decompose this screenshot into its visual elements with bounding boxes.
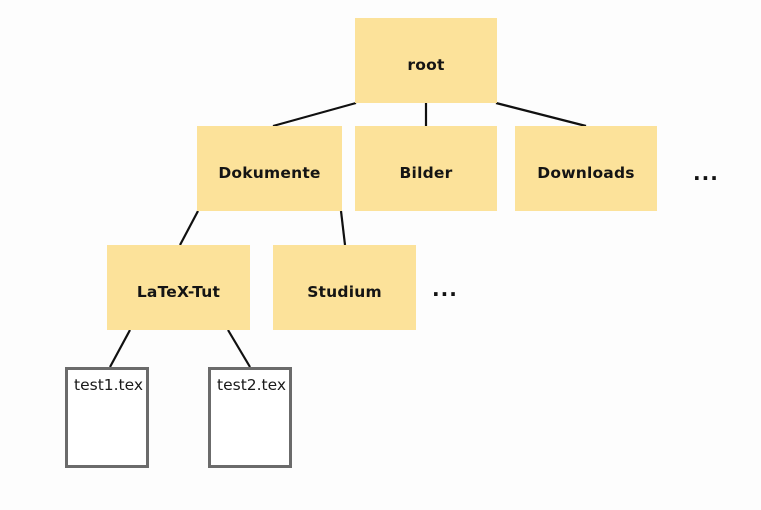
- node-root-label: root: [407, 55, 445, 74]
- node-bilder[interactable]: Bilder: [355, 126, 497, 211]
- node-root[interactable]: root: [355, 18, 497, 103]
- edge-root-dokumente: [272, 101, 357, 128]
- ellipsis-row-children-of-root: ...: [693, 161, 719, 185]
- node-bilder-label: Bilder: [399, 163, 453, 182]
- edge-latex-tut-test1: [109, 329, 131, 368]
- node-dokumente[interactable]: Dokumente: [197, 126, 342, 211]
- node-dokumente-label: Dokumente: [218, 163, 321, 182]
- ellipsis-row-children-of-dokumente: ...: [432, 277, 458, 301]
- node-test1-tex[interactable]: test1.tex: [65, 367, 149, 468]
- node-test2-tex-label: test2.tex: [217, 376, 287, 394]
- node-studium-label: Studium: [307, 282, 382, 301]
- edge-dokumente-studium: [339, 210, 347, 246]
- edge-latex-tut-test2: [227, 329, 251, 368]
- edge-root-downloads: [495, 101, 587, 128]
- node-latex-tut-label: LaTeX-Tut: [136, 282, 221, 301]
- node-test2-tex[interactable]: test2.tex: [208, 367, 292, 468]
- edge-dokumente-latex-tut: [179, 210, 199, 246]
- node-latex-tut[interactable]: LaTeX-Tut: [107, 245, 250, 330]
- node-test1-tex-label: test1.tex: [74, 376, 144, 394]
- node-studium[interactable]: Studium: [273, 245, 416, 330]
- node-downloads-label: Downloads: [537, 163, 635, 182]
- node-downloads[interactable]: Downloads: [515, 126, 657, 211]
